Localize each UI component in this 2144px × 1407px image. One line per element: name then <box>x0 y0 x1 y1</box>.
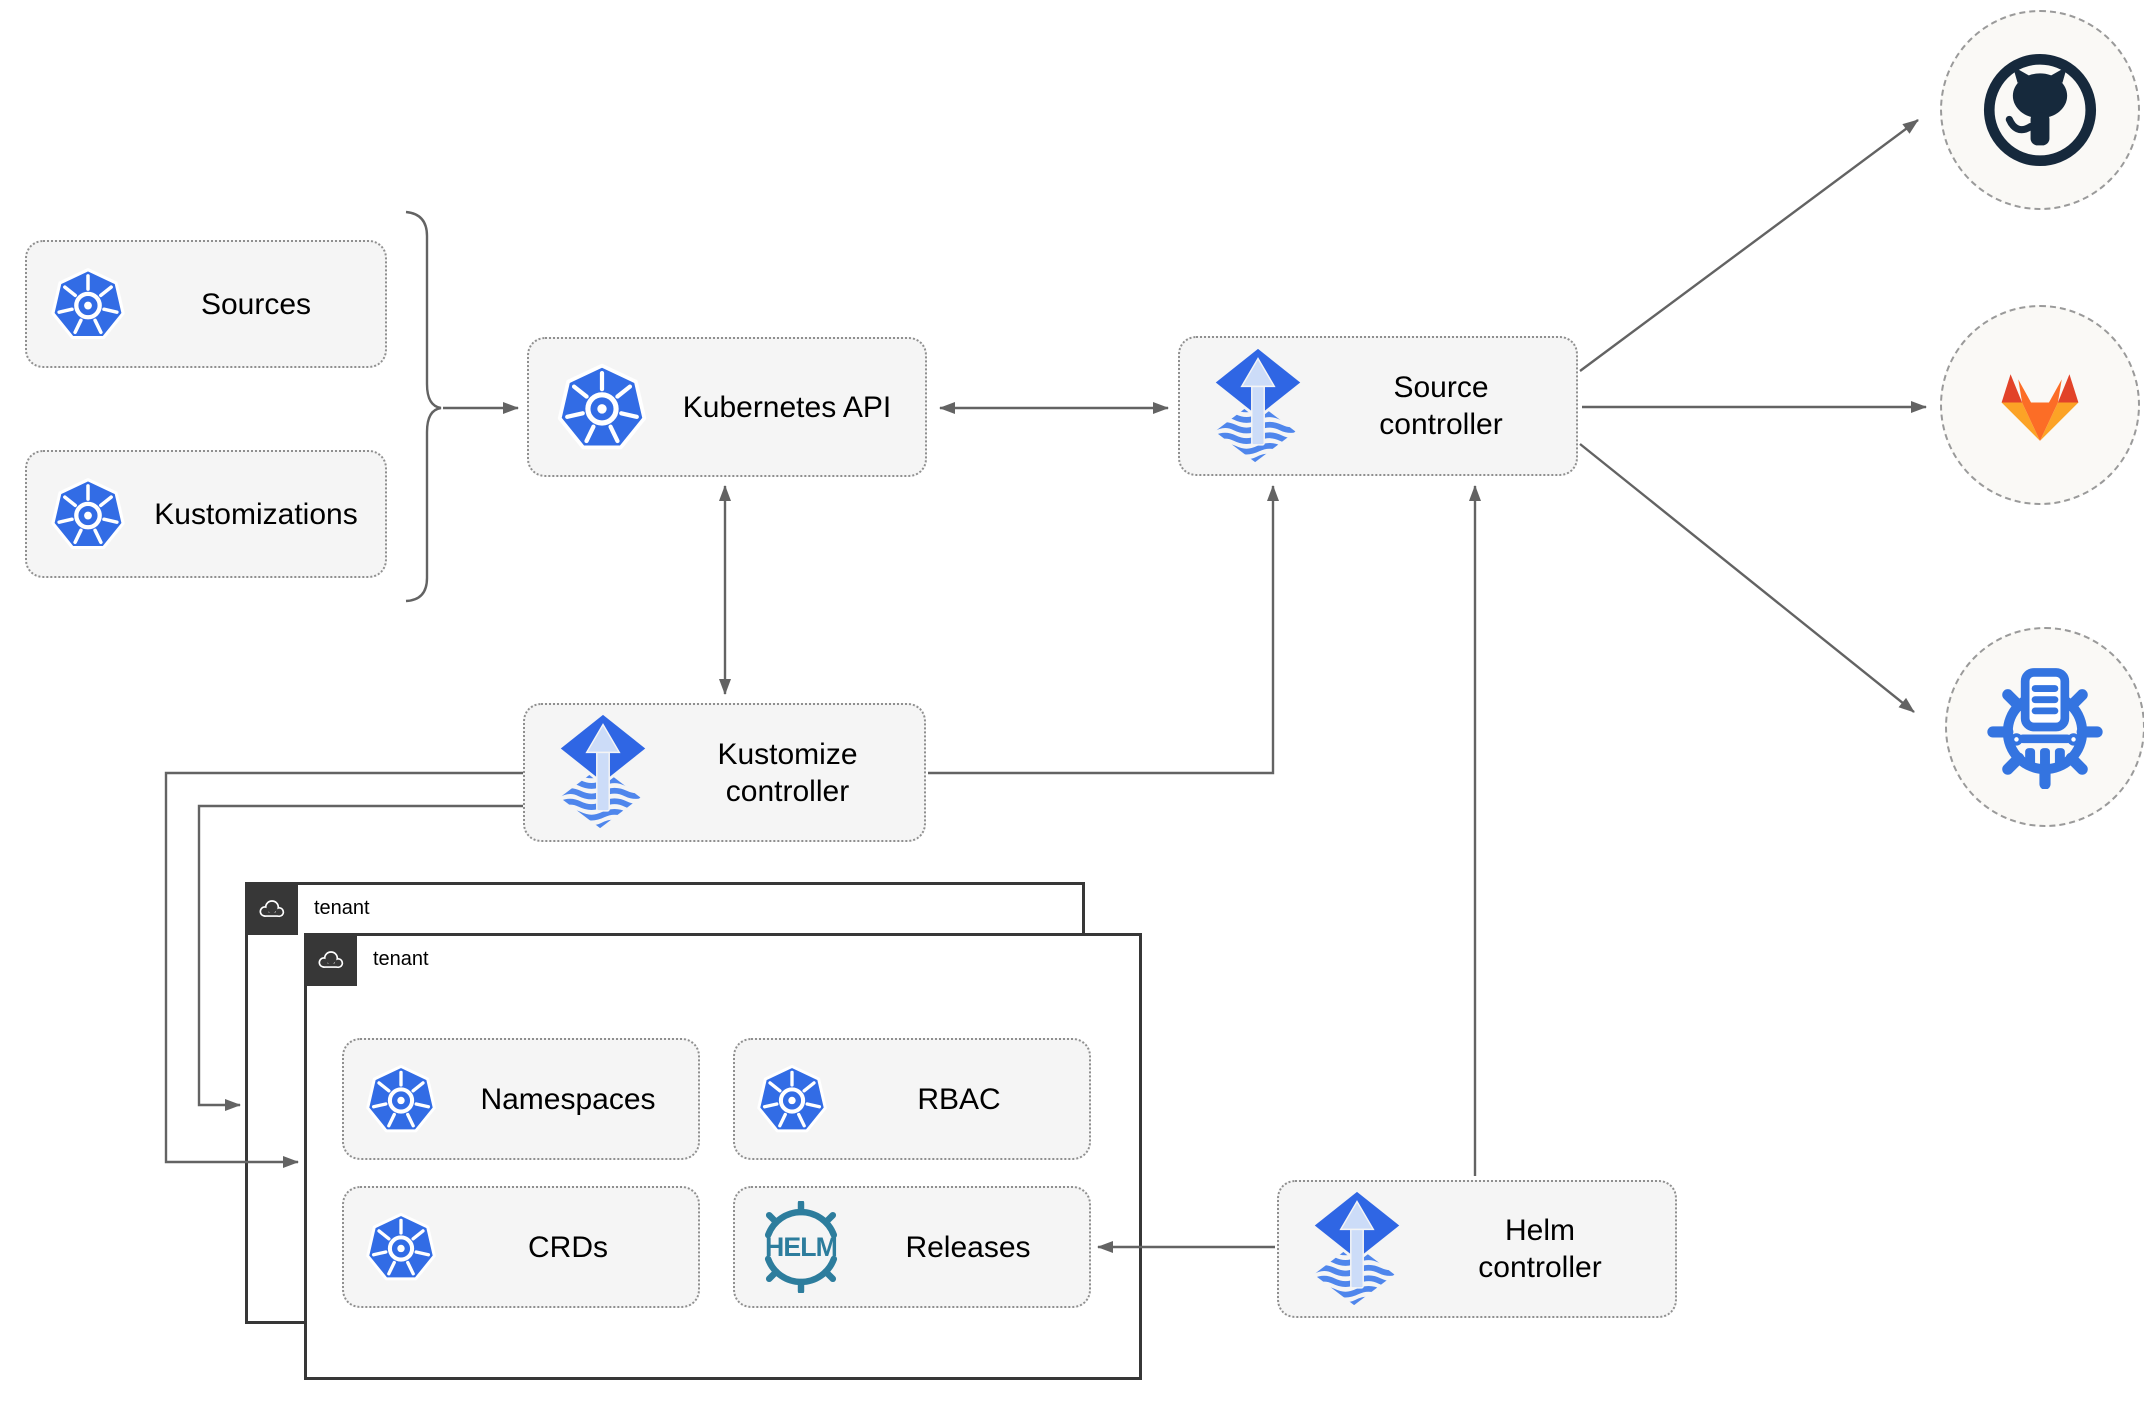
node-label: Helm controller <box>1478 1214 1602 1284</box>
node-label: Kustomize controller <box>717 737 858 808</box>
node-source-controller: Source controller <box>1178 336 1578 476</box>
external-github <box>1940 10 2140 210</box>
external-helm-repository <box>1945 627 2144 827</box>
kubernetes-icon <box>49 475 127 553</box>
node-sources: Sources <box>25 240 387 368</box>
brace-sources-group <box>405 210 442 603</box>
tenant-label: tenant <box>373 948 429 970</box>
node-label: Kustomizations <box>154 497 358 531</box>
kubernetes-icon <box>364 1062 438 1136</box>
tenant-header <box>304 933 357 986</box>
tenant-label: tenant <box>314 897 370 919</box>
node-rbac: RBAC <box>733 1038 1091 1160</box>
cloud-icon <box>254 896 290 921</box>
kubernetes-icon <box>755 1062 829 1136</box>
kubernetes-icon <box>364 1210 438 1284</box>
node-kustomize-controller: Kustomize controller <box>523 703 926 842</box>
kubernetes-icon <box>555 360 649 454</box>
node-label: CRDs <box>528 1230 608 1264</box>
node-releases: HELM Releases <box>733 1186 1091 1308</box>
external-gitlab <box>1940 305 2140 505</box>
flux-icon <box>555 713 651 832</box>
tenant-header <box>245 882 298 935</box>
node-label: Namespaces <box>480 1082 656 1116</box>
node-kustomizations: Kustomizations <box>25 450 387 578</box>
node-label: Source controller <box>1379 371 1503 441</box>
gitlab-fox-icon <box>1976 341 2104 469</box>
connector-source-github <box>1579 119 1919 372</box>
connector-kustomize-source <box>928 485 1279 775</box>
node-crds: CRDs <box>342 1186 700 1308</box>
cloud-icon <box>313 947 349 972</box>
connector-source-registry <box>1579 443 1915 713</box>
kubernetes-icon <box>49 265 127 343</box>
node-kubernetes-api: Kubernetes API <box>527 337 927 477</box>
github-octocat-icon <box>1981 51 2099 169</box>
node-helm-controller: Helm controller <box>1277 1180 1677 1318</box>
node-label: Sources <box>200 287 312 321</box>
helm-logo-text: HELM <box>765 1232 837 1262</box>
node-label: Releases <box>905 1230 1031 1264</box>
node-label: RBAC <box>917 1082 1001 1116</box>
registry-chartmuseum-icon <box>1983 665 2107 789</box>
helm-icon: HELM <box>755 1201 847 1293</box>
flux-icon <box>1309 1190 1405 1309</box>
flux-icon <box>1210 347 1306 466</box>
node-namespaces: Namespaces <box>342 1038 700 1160</box>
node-label: Kubernetes API <box>682 390 892 424</box>
